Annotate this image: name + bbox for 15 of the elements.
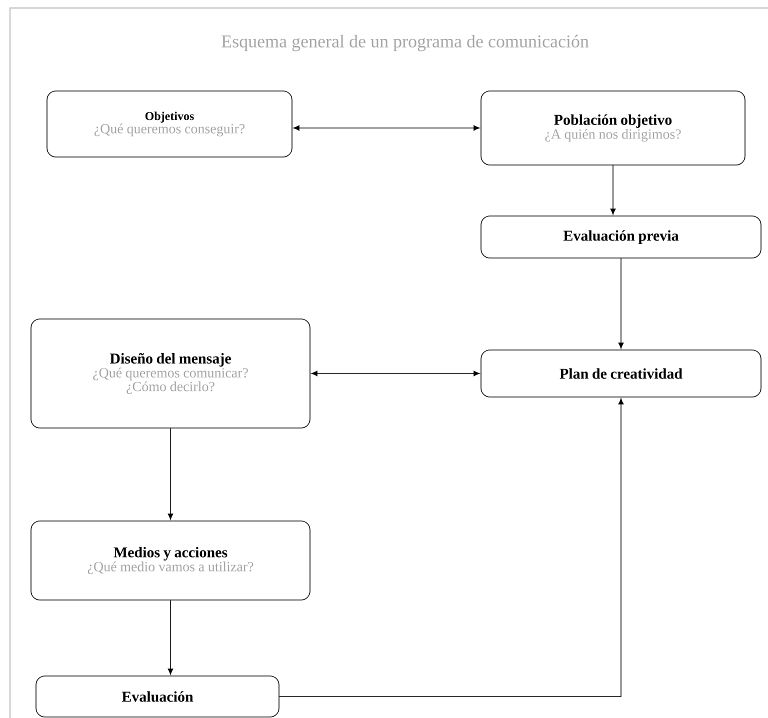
process-box: Evaluación — [36, 676, 280, 718]
process-box: Medios y acciones ¿Qué medio vamos a utilizar? — [30, 520, 310, 600]
arrow — [168, 428, 174, 520]
process-box: Población objetivo ¿A quién nos dirigimos? — [480, 90, 746, 166]
arrow — [610, 165, 616, 215]
process-box: Diseño del mensaje ¿Qué queremos comunicar? ¿Cómo decirlo? — [30, 318, 310, 428]
arrow — [293, 125, 480, 131]
arrow — [311, 370, 480, 376]
process-box: Objetivos ¿Qué queremos conseguir? — [46, 90, 292, 158]
arrow — [168, 600, 174, 675]
title: Esquema general de un programa de comunicación — [222, 34, 589, 52]
arrow — [618, 258, 624, 349]
process-box: Plan de creatividad — [480, 350, 762, 398]
arrow — [279, 398, 624, 697]
process-box: Evaluación previa — [480, 216, 762, 258]
